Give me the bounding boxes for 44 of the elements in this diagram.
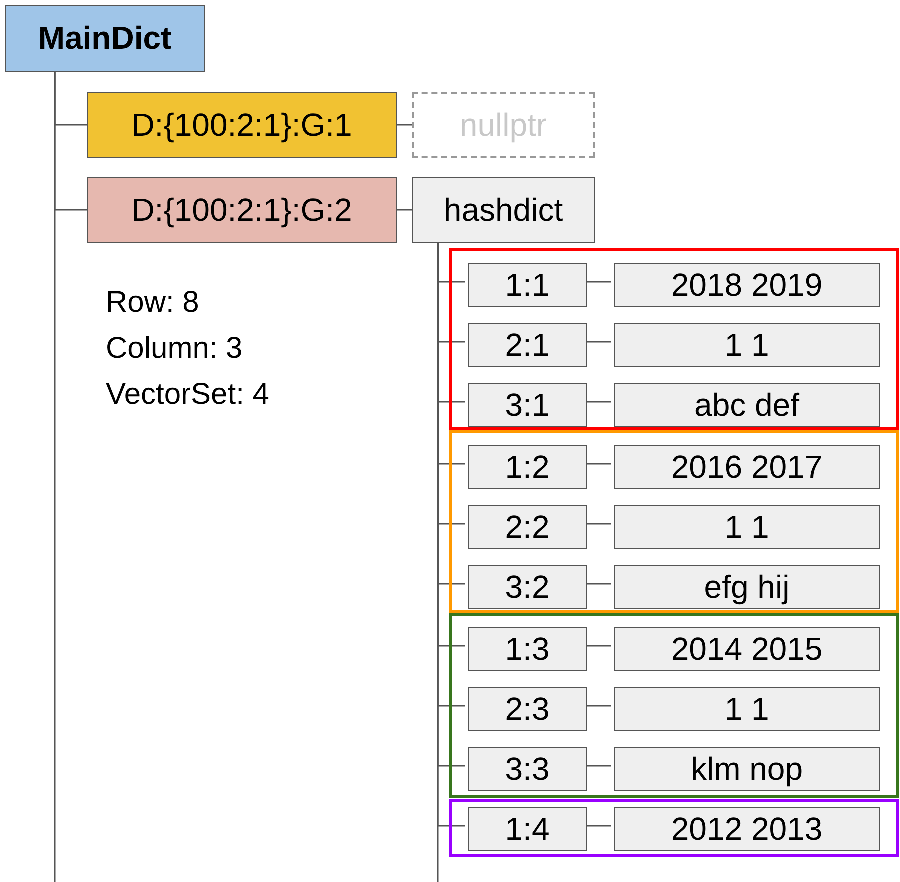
group-outline xyxy=(449,799,899,857)
key-box: 2:3 xyxy=(468,687,587,731)
group-outline xyxy=(449,613,899,798)
info-text: Row: 8 xyxy=(106,286,200,320)
connector-line xyxy=(584,463,611,465)
connector-line xyxy=(584,281,611,283)
connector-line xyxy=(54,72,87,211)
key-box: 3:3 xyxy=(468,747,587,791)
key-box: 2:2 xyxy=(468,505,587,549)
connector-line xyxy=(584,645,611,647)
value-box: 2012 2013 xyxy=(614,807,880,851)
value-box: klm nop xyxy=(614,747,880,791)
value-box: 1 1 xyxy=(614,687,880,731)
value-box: abc def xyxy=(614,383,880,427)
key-box: 1:1 xyxy=(468,263,587,307)
key-box: 3:1 xyxy=(468,383,587,427)
value-box: 2016 2017 xyxy=(614,445,880,489)
group-outline xyxy=(449,248,899,430)
connector-line xyxy=(584,341,611,343)
dict-entry-box: D:{100:2:1}:G:2 xyxy=(87,177,397,243)
dict-entry-box: D:{100:2:1}:G:1 xyxy=(87,92,397,158)
connector-line xyxy=(584,523,611,525)
value-box: 2018 2019 xyxy=(614,263,880,307)
value-box: 1 1 xyxy=(614,505,880,549)
root-box: MainDict xyxy=(5,5,205,72)
key-box: 1:4 xyxy=(468,807,587,851)
connector-line xyxy=(397,209,412,211)
value-box: 2014 2015 xyxy=(614,627,880,671)
key-box: 1:3 xyxy=(468,627,587,671)
key-box: 2:1 xyxy=(468,323,587,367)
connector-line xyxy=(584,705,611,707)
value-box: 1 1 xyxy=(614,323,880,367)
connector-line xyxy=(397,124,412,126)
connector-line xyxy=(584,825,611,827)
value-box: efg hij xyxy=(614,565,880,609)
connector-line xyxy=(584,401,611,403)
connector-line xyxy=(584,583,611,585)
connector-line xyxy=(584,765,611,767)
key-box: 1:2 xyxy=(468,445,587,489)
group-outline xyxy=(449,430,899,613)
info-text: Column: 3 xyxy=(106,332,243,366)
info-text: VectorSet: 4 xyxy=(106,378,270,412)
hashdict-box: hashdict xyxy=(412,177,595,243)
key-box: 3:2 xyxy=(468,565,587,609)
